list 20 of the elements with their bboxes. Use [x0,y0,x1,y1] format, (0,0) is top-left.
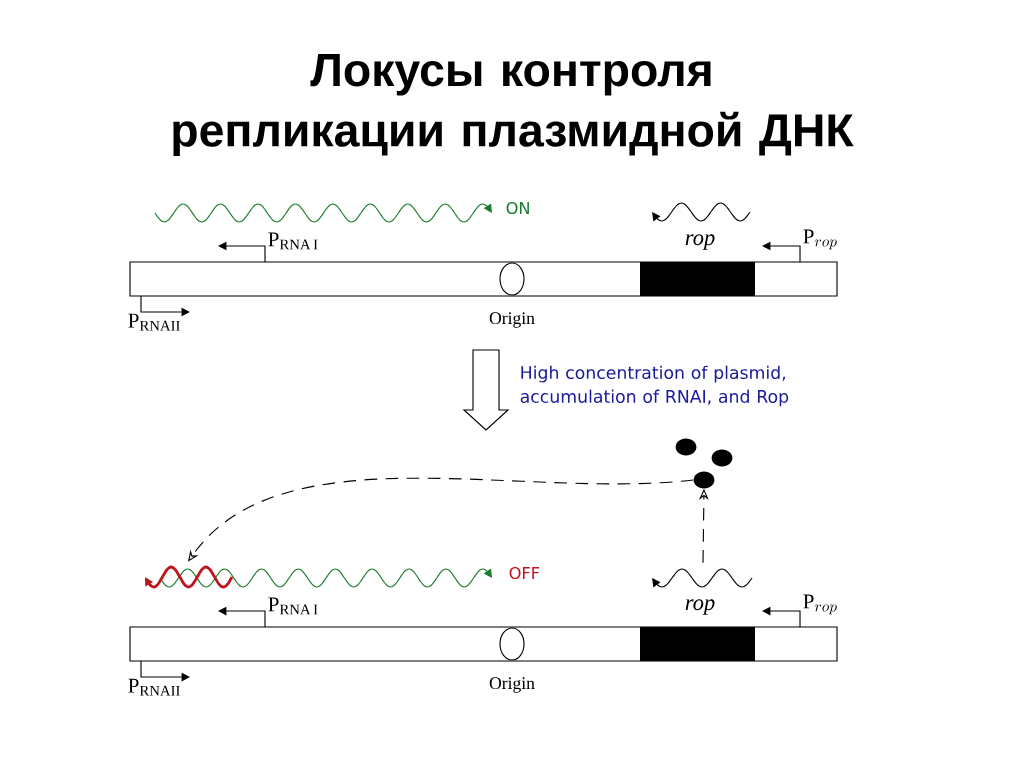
dot [675,438,697,456]
dashed-arrow [188,477,694,562]
promoter-label: $\mathrm{P}_{\mathrm{RNAII}}$ [128,313,180,331]
condition-text: High concentration of plasmid, accumulation of RNAI, and Rop [520,365,789,407]
dot [693,471,715,489]
title: Локусы контроля репликации плазмидной ДНК [173,54,854,156]
transcript-wave [145,565,234,589]
origin-label: Origin [489,677,535,693]
promoter-label: $\mathrm{P}_{\mathrm{RNA\,I}}$ [268,232,318,250]
origin-label: Origin [489,312,535,328]
promoter-label: $\mathrm{P}_{\mathrm{RNA\,I}}$ [268,597,318,615]
promoter-label: $\mathrm{P}_{rop}$ [803,229,837,250]
gene-label: rop [685,599,715,615]
gene-label: rop [685,234,715,250]
dot [711,449,733,467]
transcript-wave [652,568,753,588]
promoter-label: $\mathrm{P}_{rop}$ [803,594,837,615]
state-label: OFF [509,566,540,580]
promoter-label: $\mathrm{P}_{\mathrm{RNAII}}$ [128,678,180,696]
state-label: ON [506,201,529,215]
